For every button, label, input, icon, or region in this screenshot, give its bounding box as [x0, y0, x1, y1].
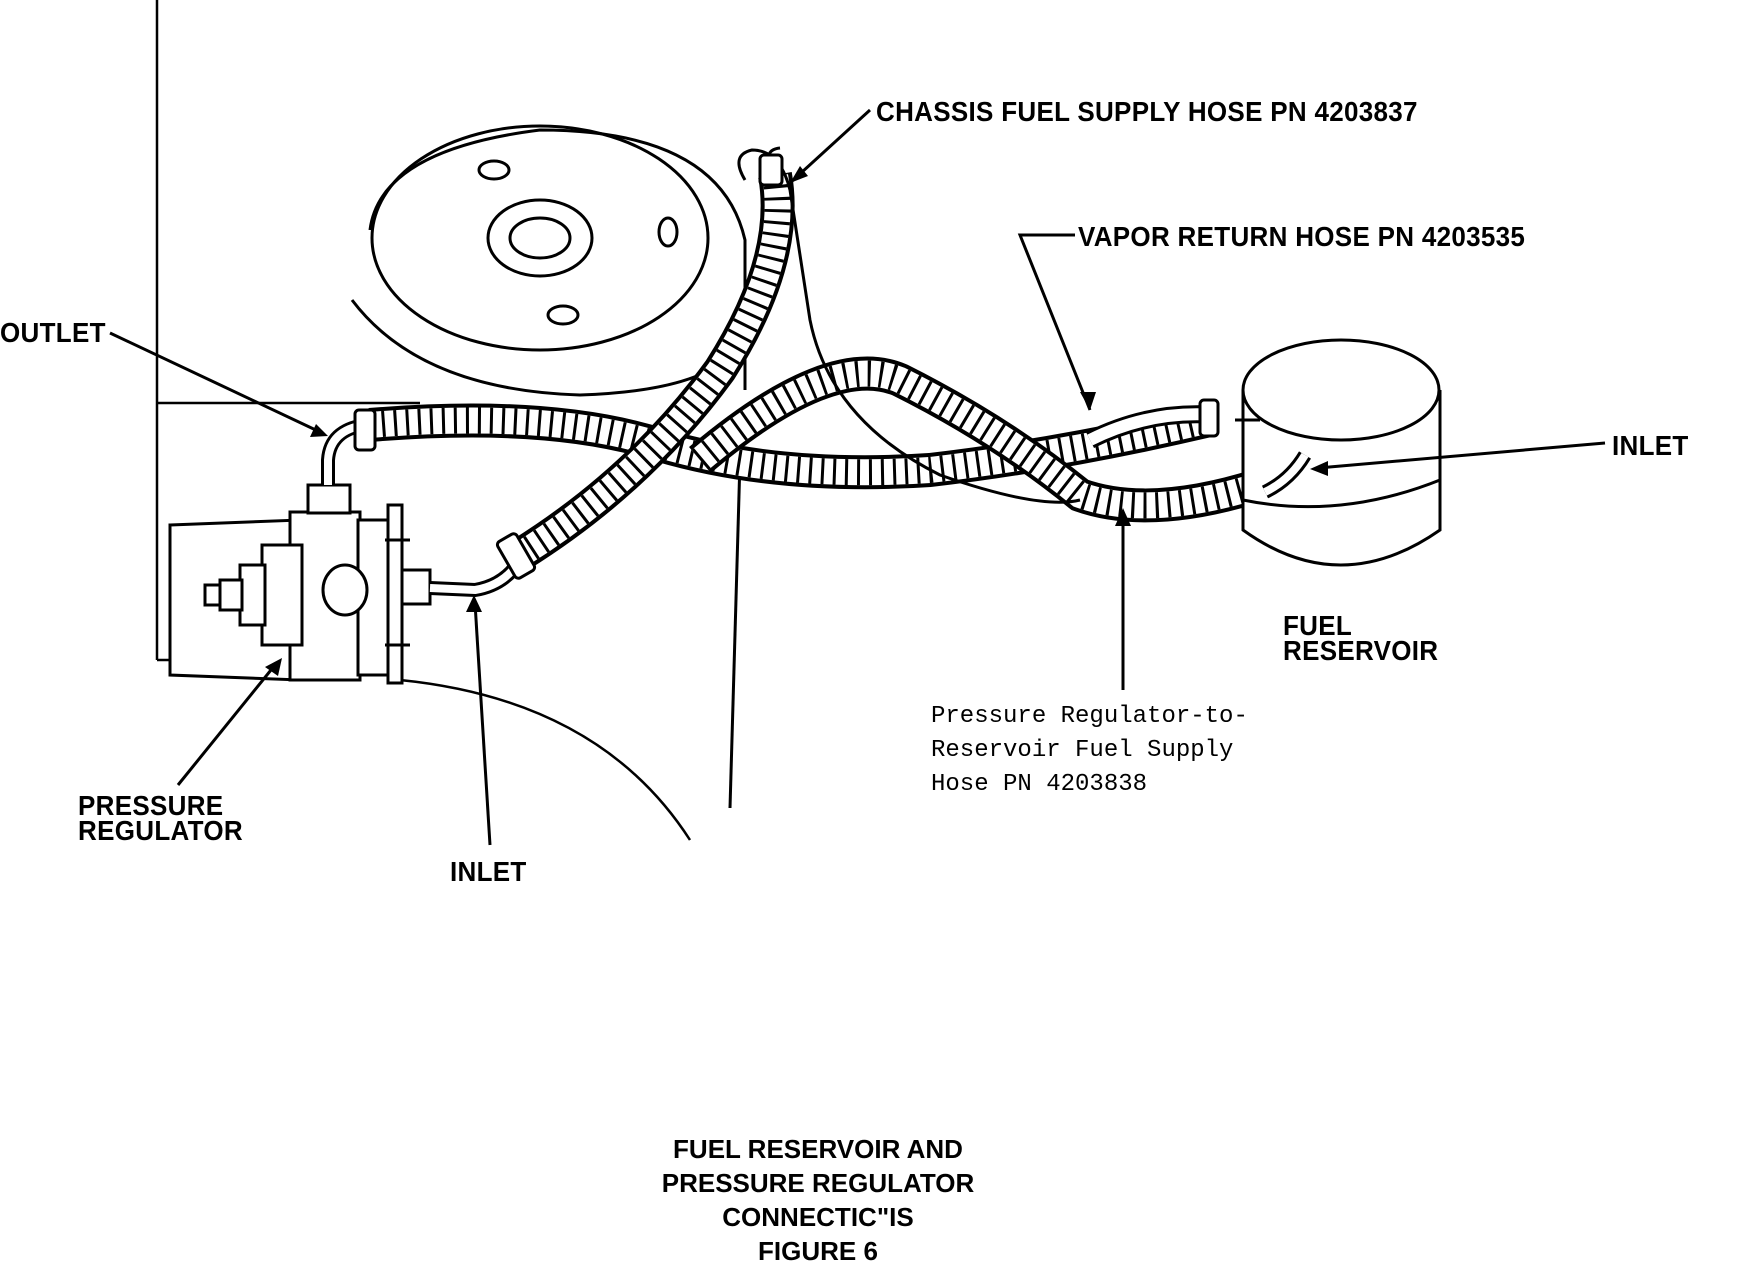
pressure-regulator-label-line1: PRESSURE	[78, 788, 224, 822]
fuel-reservoir-label-line2: RESERVOIR	[1283, 633, 1439, 667]
leader-arrowheads	[265, 166, 1328, 676]
caption-line2: PRESSURE REGULATOR	[661, 1168, 975, 1198]
supply-hose-label-line3: Hose PN 4203838	[931, 771, 1148, 798]
regulator-inlet-label: INLET	[450, 854, 527, 888]
pressure-regulator-body	[168, 483, 432, 685]
hose-top-loop	[737, 148, 1081, 504]
engine-drum	[350, 124, 747, 397]
supply-hose-label-line2: Reservoir Fuel Supply	[931, 737, 1234, 764]
chassis-fuel-supply-hose-label: CHASSIS FUEL SUPPLY HOSE PN 4203837	[876, 94, 1418, 128]
caption-line3: CONNECTIC"IS	[722, 1202, 914, 1232]
housing-arc	[399, 678, 692, 841]
figure-caption: FUEL RESERVOIR AND PRESSURE REGULATOR CO…	[600, 1132, 1036, 1268]
fuel-reservoir-label-line1: FUEL	[1283, 608, 1353, 642]
pressure-regulator-label-line2: REGULATOR	[78, 813, 243, 847]
vapor-return-hose-label: VAPOR RETURN HOSE PN 4203535	[1078, 219, 1526, 253]
caption-line4: FIGURE 6	[758, 1236, 878, 1266]
fuel-reservoir	[1235, 338, 1442, 567]
pointer-line-center	[728, 459, 742, 809]
caption-line1: FUEL RESERVOIR AND	[673, 1134, 963, 1164]
outlet-label: OUTLET	[0, 315, 106, 349]
supply-hose-label-line1: Pressure Regulator-to-	[931, 703, 1248, 730]
reservoir-inlet-label: INLET	[1612, 428, 1689, 462]
